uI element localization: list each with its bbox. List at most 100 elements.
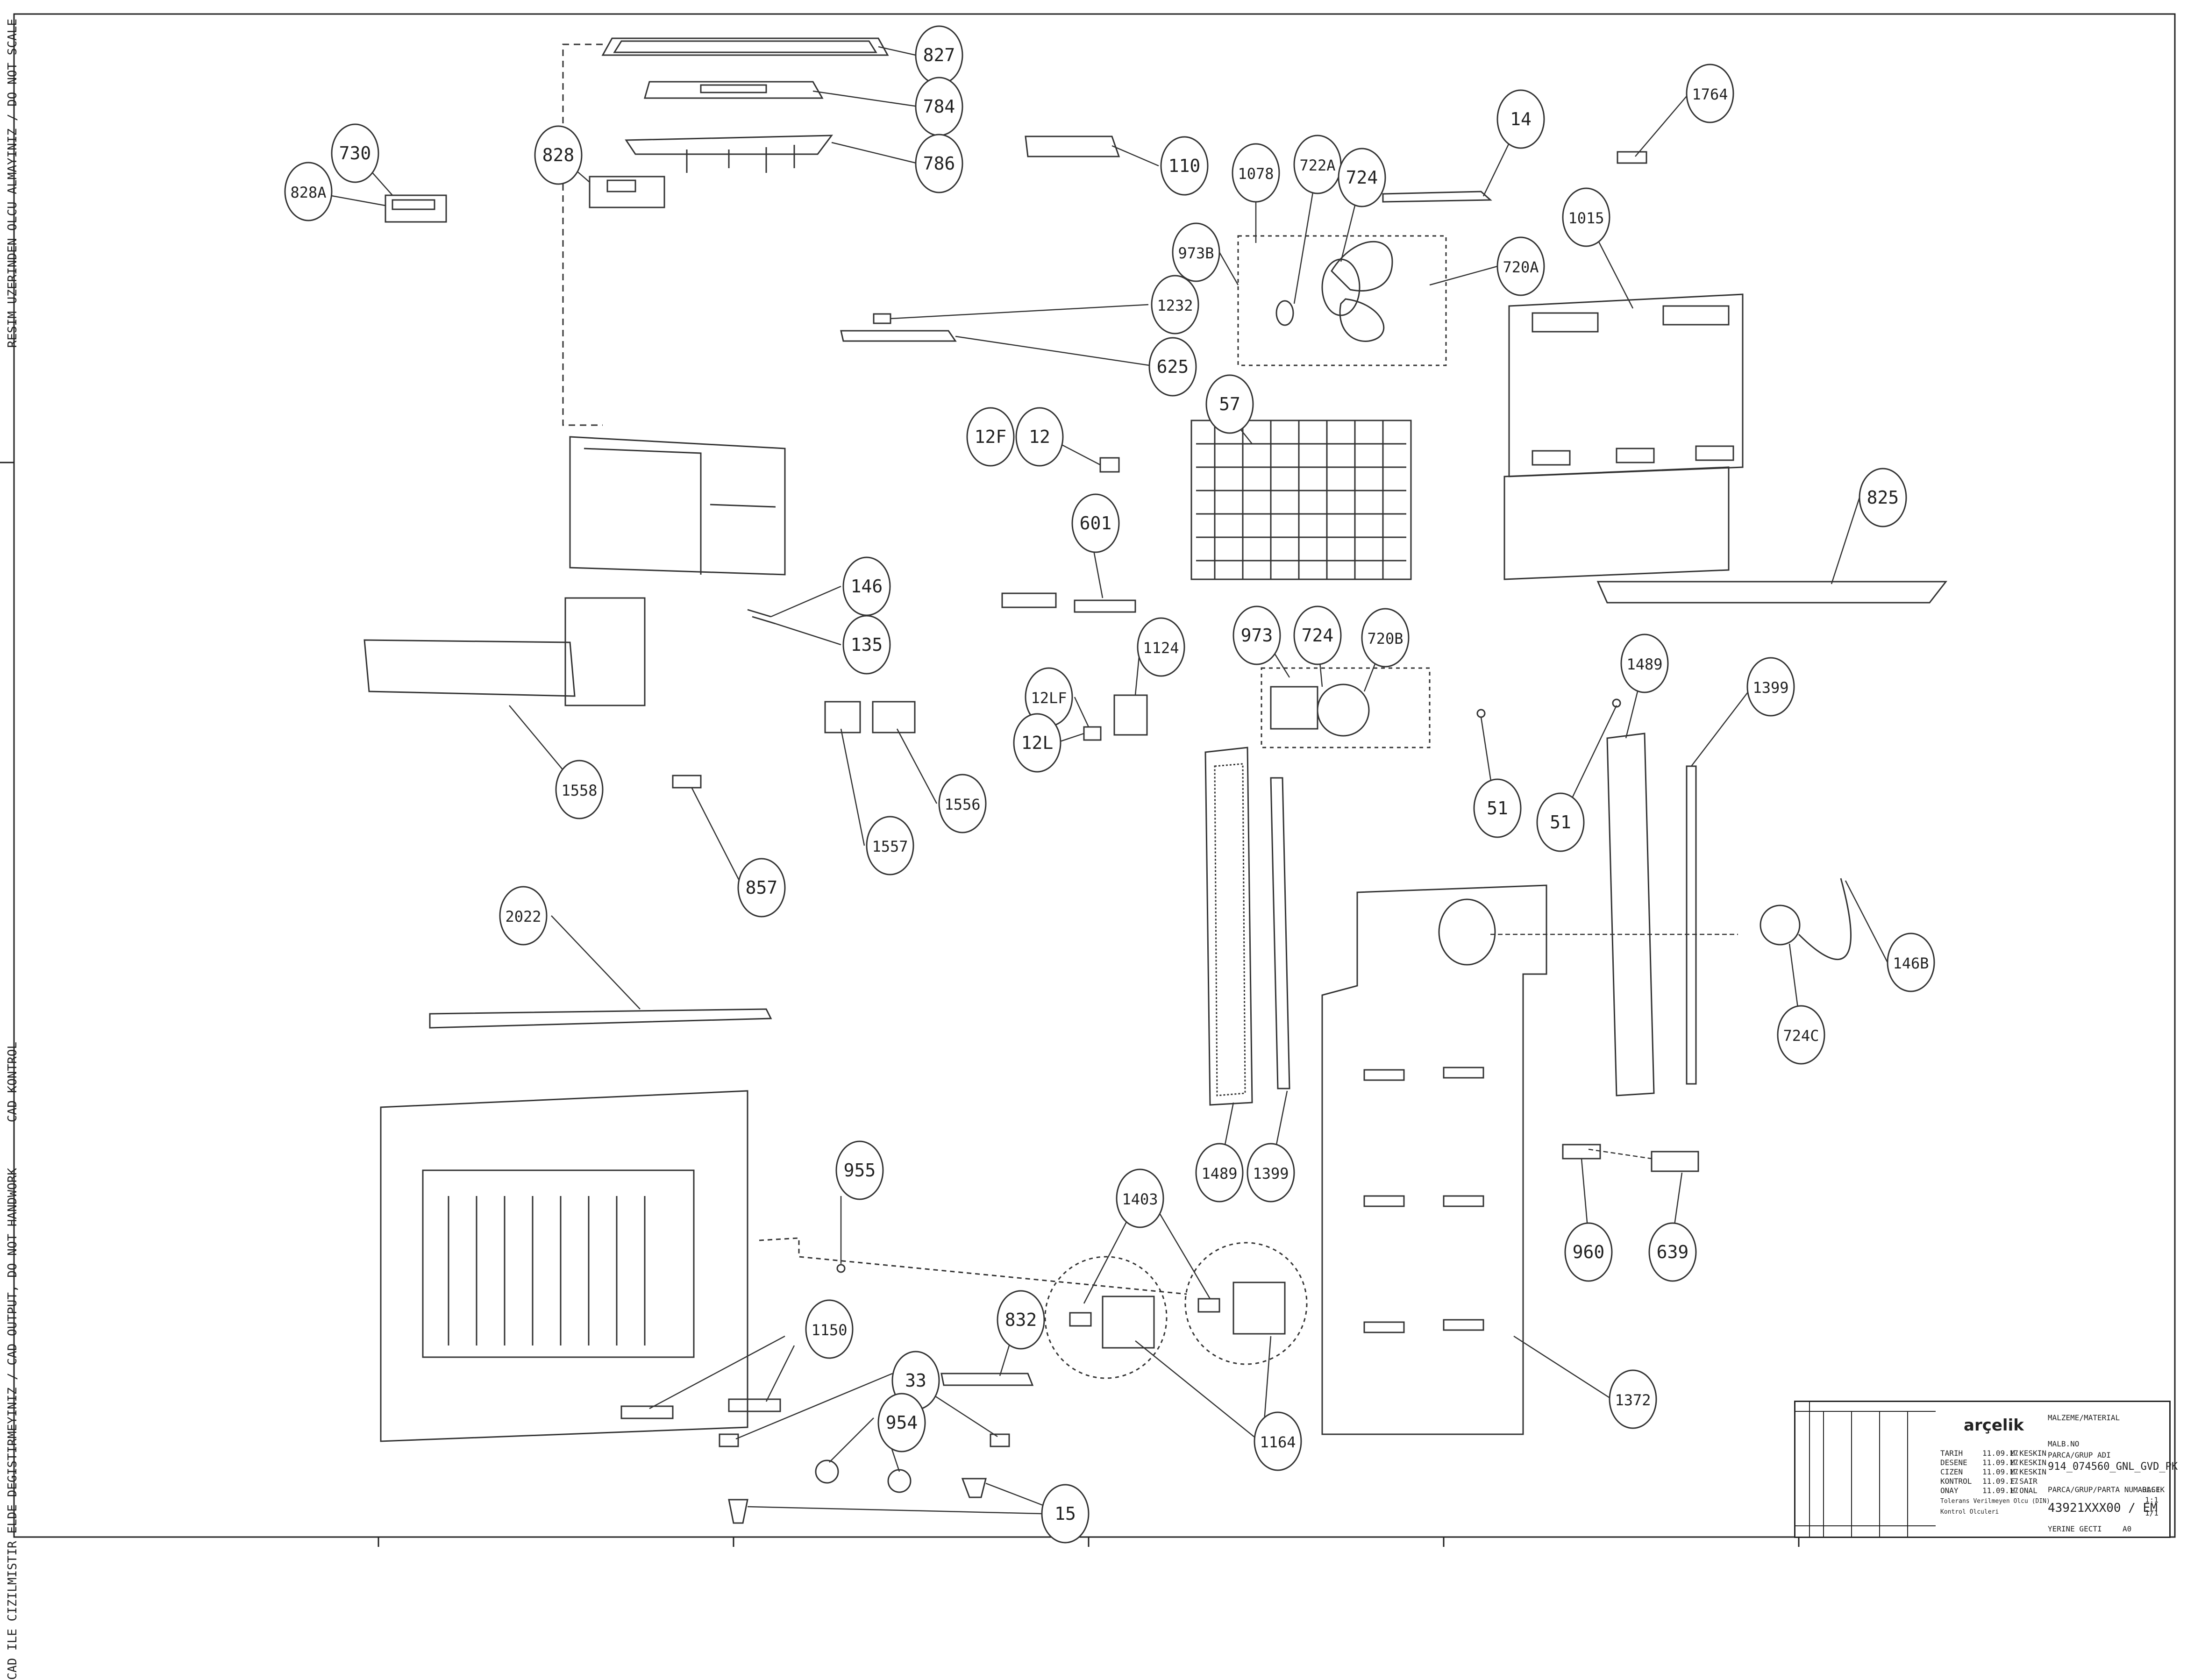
part-1489-air-duct	[1204, 747, 1253, 1106]
callout-label: 51	[1550, 812, 1571, 833]
part-720b-fan	[1317, 683, 1370, 737]
part-827-top-cover	[601, 37, 889, 56]
callout-circle	[1777, 1005, 1825, 1065]
part-954-wheel-a	[815, 1459, 839, 1484]
callout-label: 720B	[1367, 630, 1403, 648]
part-730-housing	[385, 194, 447, 223]
part-601-hinge	[1001, 592, 1136, 613]
part-639-vent	[1651, 1151, 1699, 1172]
part-625-bracket	[840, 330, 957, 342]
date-1: 11.09.17	[1982, 1449, 2019, 1458]
part-135-pin	[747, 609, 776, 625]
callout-857: 857	[737, 858, 786, 918]
callout-circle	[1361, 608, 1410, 668]
row-desene: DESENE	[1940, 1458, 1967, 1467]
callout-circle	[1148, 337, 1197, 397]
part-1489-duct-right	[1606, 733, 1655, 1096]
paper-size: A0	[2123, 1524, 2132, 1533]
callout-label: 1557	[872, 838, 908, 855]
row-onay: ONAY	[1940, 1486, 1959, 1495]
part-14-rail	[1382, 191, 1492, 203]
callout-label: 57	[1219, 394, 1240, 414]
callout-110: 110	[1160, 136, 1209, 196]
name-2: M.KESKIN	[2010, 1458, 2047, 1467]
callout-label: 720A	[1503, 258, 1539, 276]
callout-12f: 12F	[966, 407, 1015, 467]
callout-57: 57	[1205, 374, 1254, 434]
row-tarih: TARIH	[1940, 1449, 1963, 1458]
row-cizen: CIZEN	[1940, 1467, 1963, 1476]
part-784-plate	[644, 81, 824, 99]
callout-label: 1399	[1752, 679, 1788, 697]
callout-786: 786	[915, 134, 963, 193]
scale-label: OLCEK	[2142, 1485, 2165, 1494]
callout-label: 973B	[1178, 244, 1214, 262]
callout-label: 1164	[1260, 1433, 1296, 1451]
callout-146: 146	[842, 556, 891, 616]
assembly-line-828	[562, 43, 603, 426]
detail-1403-right	[1184, 1242, 1308, 1365]
callout-circle	[1496, 236, 1545, 296]
callout-135: 135	[842, 615, 891, 675]
callout-label: 1489	[1626, 655, 1662, 673]
callout-label: 1764	[1692, 85, 1728, 103]
callout-label: 1150	[811, 1321, 847, 1339]
callout-circle	[966, 407, 1015, 467]
part-1764-block	[1617, 151, 1647, 164]
callout-1124: 1124	[1137, 617, 1185, 677]
callout-circle	[1564, 1222, 1613, 1282]
part-back-chassis	[380, 1090, 748, 1442]
title-block: arçelik MALZEME/MATERIAL MALB.NO PARCA/G…	[1794, 1401, 2178, 1538]
callout-circle	[1562, 187, 1610, 247]
callout-label: 1232	[1157, 297, 1193, 314]
callout-1403: 1403	[1116, 1168, 1164, 1228]
callout-circle	[1015, 407, 1064, 467]
callout-label: 954	[886, 1412, 918, 1433]
callout-1489b: 1489	[1195, 1143, 1244, 1203]
callout-label: 828A	[290, 184, 326, 201]
callout-15: 15	[1041, 1484, 1090, 1544]
part-number: 43921XXX00 / EM	[2048, 1501, 2158, 1515]
callout-828: 828	[534, 125, 583, 185]
callout-973b: 973B	[1172, 222, 1220, 282]
callout-circle	[1013, 713, 1061, 773]
callout-730: 730	[331, 123, 379, 183]
callout-circle	[1232, 605, 1281, 665]
control-label: Kontrol Olculeri	[1940, 1509, 1999, 1516]
callout-label: 12	[1029, 427, 1050, 447]
part-33-block-a	[719, 1433, 739, 1447]
part-57-evaporator	[1190, 420, 1412, 580]
callout-1764: 1764	[1686, 64, 1734, 123]
callout-circle	[1254, 1411, 1302, 1471]
part-1558-tray	[363, 597, 646, 706]
part-1403-foam-right	[1197, 1298, 1220, 1313]
date-5: 11.09.17	[1982, 1486, 2019, 1495]
callout-circle	[1609, 1369, 1657, 1429]
callout-1372: 1372	[1609, 1369, 1657, 1429]
part-1150-pad-b	[728, 1398, 781, 1412]
detail-1403-left	[1044, 1256, 1168, 1379]
callout-circle	[1232, 143, 1280, 203]
callout-639: 639	[1648, 1222, 1697, 1282]
callout-1557: 1557	[866, 816, 914, 876]
callout-circle	[737, 858, 786, 918]
sheet-border	[13, 13, 2176, 1538]
callout-label: 1489	[1201, 1165, 1237, 1182]
row-kontrol: KONTROL	[1940, 1477, 1972, 1486]
callout-label: 12L	[1021, 733, 1054, 753]
callout-1232: 1232	[1151, 275, 1199, 335]
callout-label: 1015	[1568, 209, 1604, 227]
callout-circle	[1686, 64, 1734, 123]
date-4: 11.09.17	[1982, 1477, 2019, 1486]
callout-label: 832	[1005, 1310, 1037, 1330]
callout-label: 825	[1867, 487, 1899, 508]
part-954-wheel-b	[887, 1469, 912, 1493]
callout-1399b: 1399	[1247, 1143, 1295, 1203]
callout-12: 12	[1015, 407, 1064, 467]
callout-circle	[997, 1290, 1045, 1350]
callout-2022: 2022	[499, 886, 548, 946]
callout-circle	[1137, 617, 1185, 677]
callout-954: 954	[877, 1393, 926, 1452]
callout-circle	[1205, 374, 1254, 434]
